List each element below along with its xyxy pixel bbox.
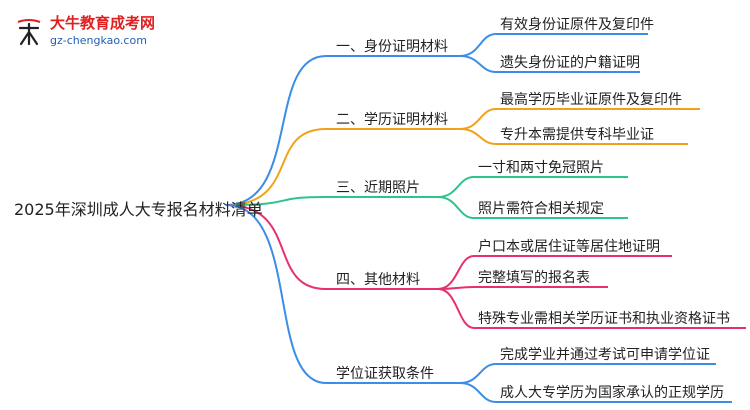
leaf-label: 完成学业并通过考试可申请学位证 — [500, 347, 710, 363]
leaf-connector — [459, 33, 648, 57]
branch-connector — [225, 196, 438, 206]
branch-label: 三、近期照片 — [336, 180, 420, 196]
leaf-label: 最高学历毕业证原件及复印件 — [500, 92, 682, 108]
leaf-connector — [459, 108, 700, 130]
leaf-connector — [437, 286, 608, 290]
leaf-connector — [437, 288, 746, 329]
root-topic: 2025年深圳成人大专报名材料清单 — [14, 200, 263, 219]
leaf-connector — [459, 128, 688, 145]
branch-connector — [225, 128, 460, 206]
branch-connector — [225, 55, 460, 206]
leaf-connector — [459, 55, 640, 73]
site-logo: 大牛教育成考网 gz-chengkao.com — [8, 6, 178, 54]
leaf-label: 有效身份证原件及复印件 — [500, 17, 654, 33]
leaf-label: 一寸和两寸免冠照片 — [478, 160, 604, 176]
branch-label: 二、学历证明材料 — [336, 112, 448, 128]
leaf-label: 遗失身份证的户籍证明 — [500, 55, 640, 71]
branch-label: 四、其他材料 — [336, 272, 420, 288]
leaf-connector — [437, 176, 628, 198]
leaf-label: 照片需符合相关规定 — [478, 201, 604, 217]
leaf-label: 成人大专学历为国家承认的正规学历 — [500, 385, 724, 401]
leaf-connector — [459, 382, 732, 403]
leaf-label: 特殊专业需相关学历证书和执业资格证书 — [478, 311, 730, 327]
logo-title: 大牛教育成考网 — [50, 14, 156, 32]
leaf-connector — [437, 196, 628, 219]
leaf-connector — [437, 255, 672, 290]
leaf-label: 户口本或居住证等居住地证明 — [478, 239, 660, 255]
leaf-connector — [459, 363, 716, 384]
branch-connector — [225, 204, 460, 384]
branch-label: 一、身份证明材料 — [336, 39, 448, 55]
leaf-label: 完整填写的报名表 — [478, 270, 590, 286]
logo-mark-icon — [17, 19, 41, 46]
branch-label: 学位证获取条件 — [336, 366, 434, 382]
logo-url: gz-chengkao.com — [50, 34, 147, 47]
branch-connector — [225, 204, 438, 290]
leaf-label: 专升本需提供专科毕业证 — [500, 127, 654, 143]
